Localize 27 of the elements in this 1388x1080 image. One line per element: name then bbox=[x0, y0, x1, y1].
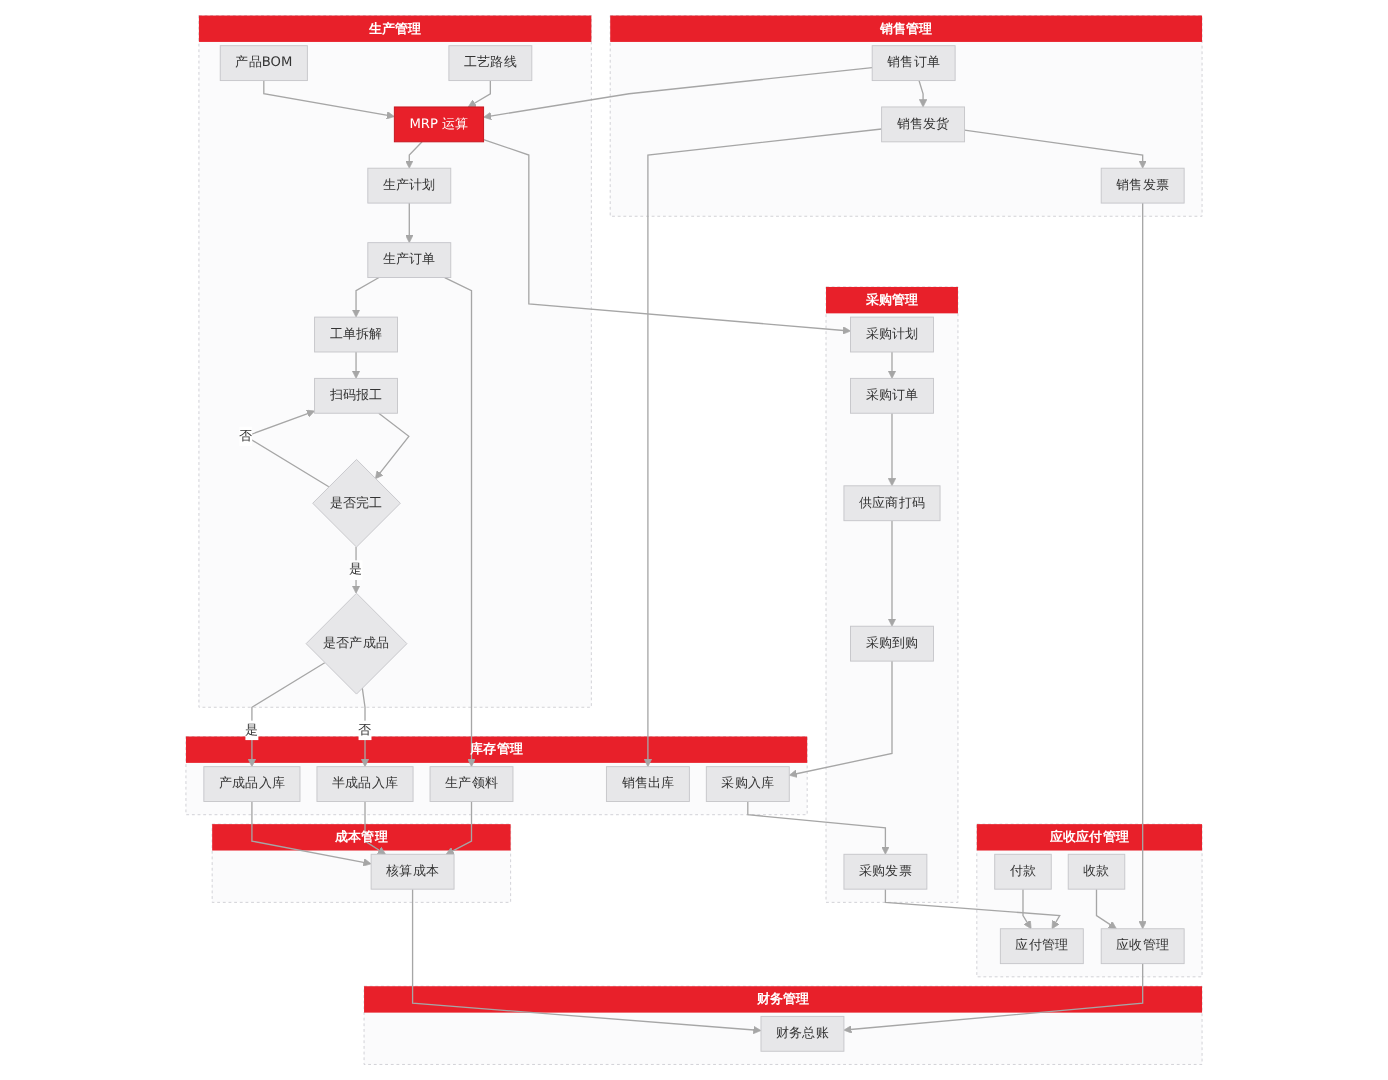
arrow bbox=[375, 412, 410, 480]
arrow bbox=[887, 351, 897, 379]
arrow bbox=[643, 128, 883, 768]
arrow bbox=[747, 800, 890, 855]
arrow bbox=[1022, 888, 1032, 930]
arrow bbox=[467, 79, 491, 108]
arrow bbox=[405, 202, 414, 244]
arrow bbox=[884, 888, 1061, 930]
arrow bbox=[918, 79, 928, 108]
arrow bbox=[963, 129, 1147, 169]
arrow bbox=[788, 660, 893, 778]
arrow bbox=[482, 138, 851, 335]
arrow bbox=[887, 412, 897, 487]
arrow bbox=[445, 800, 473, 855]
arrow bbox=[483, 66, 873, 121]
arrow bbox=[1095, 888, 1117, 930]
arrow bbox=[843, 962, 1144, 1034]
arrow bbox=[351, 276, 380, 318]
arrow bbox=[444, 276, 476, 768]
arrow bbox=[405, 141, 423, 169]
arrow bbox=[263, 79, 395, 120]
arrow bbox=[351, 351, 361, 379]
arrow bbox=[887, 520, 897, 627]
arrow bbox=[411, 888, 762, 1035]
arrow bbox=[247, 662, 326, 768]
arrow bbox=[1138, 202, 1147, 930]
arrow bbox=[251, 800, 372, 867]
